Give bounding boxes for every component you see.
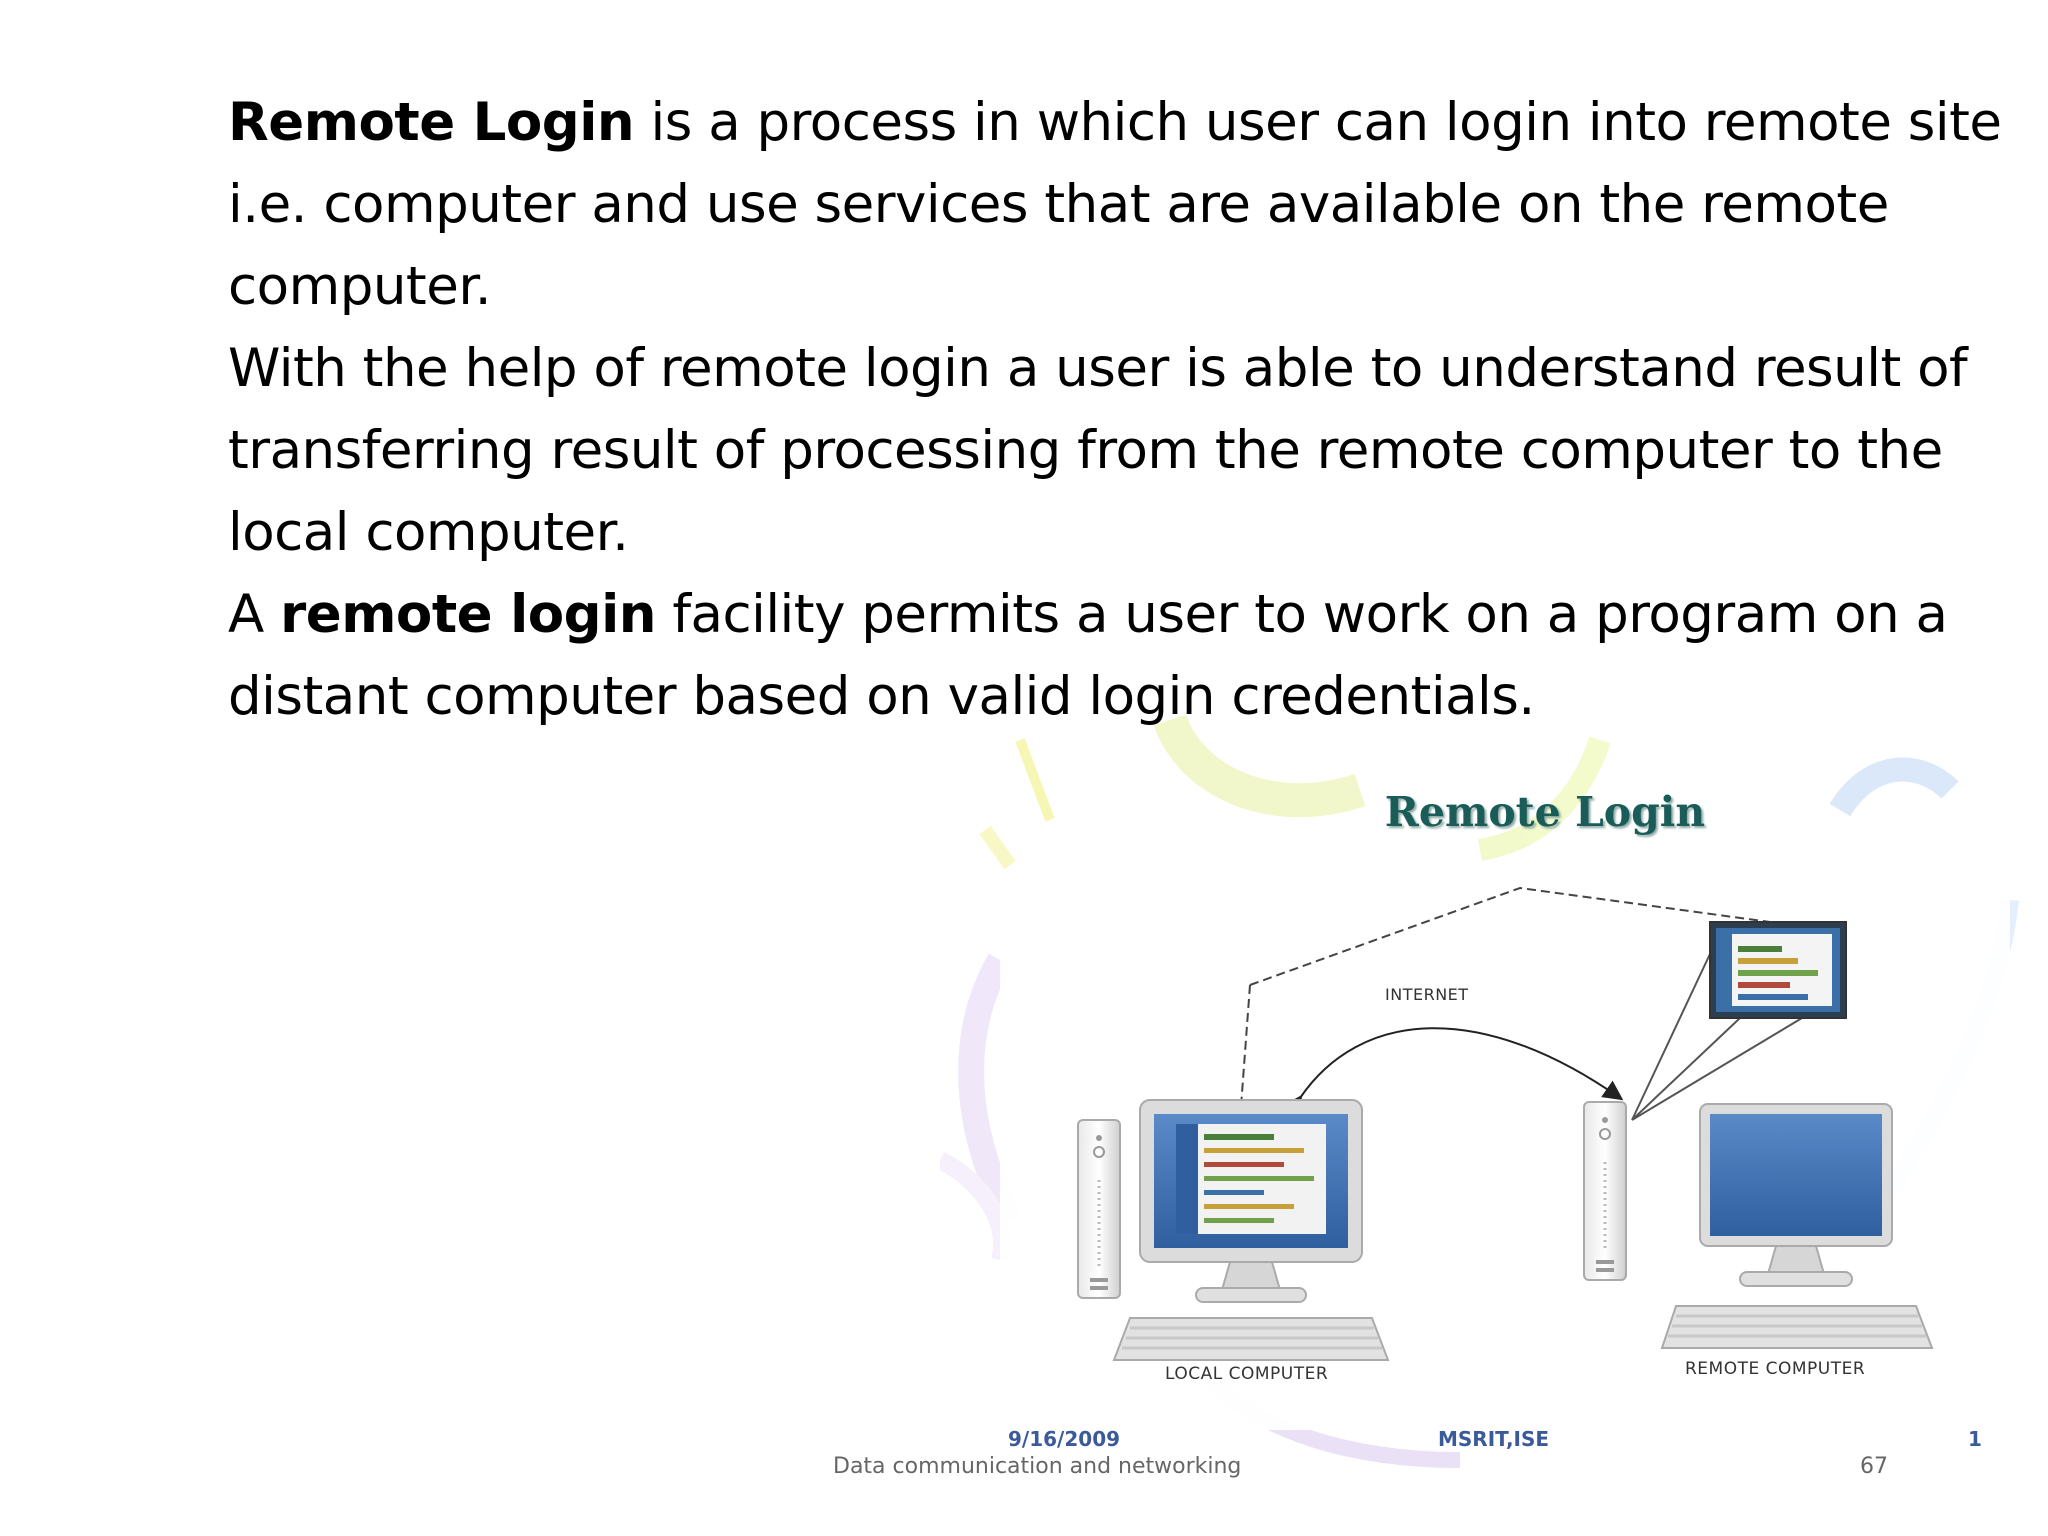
dashed-link-down: [1231, 984, 1252, 1124]
remote-computer: [1583, 1101, 1934, 1349]
local-computer: [1077, 1099, 1390, 1361]
paragraph-2: With the help of remote login a user is …: [228, 328, 2008, 574]
diagram-footer-date: 9/16/2009: [1008, 1427, 1121, 1451]
paragraph-1: Remote Login is a process in which user …: [228, 82, 2008, 328]
page-number: 67: [1860, 1454, 1888, 1479]
remote-screen-popup: [1709, 921, 1847, 1019]
remote-computer-label: REMOTE COMPUTER: [1685, 1359, 1866, 1379]
diagram-title: Remote Login: [1384, 788, 1706, 836]
diagram-footer-number: 1: [1968, 1427, 1982, 1451]
diagram-footer-org: MSRIT,ISE: [1438, 1427, 1550, 1451]
slide-body-text: Remote Login is a process in which user …: [228, 82, 2008, 738]
paragraph-1-bold: Remote Login: [228, 92, 635, 153]
local-computer-label: LOCAL COMPUTER: [1165, 1364, 1329, 1384]
remote-tower: [1583, 1101, 1627, 1281]
paragraph-3-text: facility permits a user to work on a pro…: [228, 584, 1948, 727]
local-tower: [1077, 1119, 1121, 1299]
dashed-link-top: [1249, 886, 1771, 986]
remote-login-diagram: Remote Login INTERNET LOCAL COMPUTER REM…: [940, 700, 2030, 1490]
paragraph-3-bold: remote login: [280, 584, 656, 645]
diagram-graphic: [940, 713, 2019, 1468]
paragraph-2-text: With the help of remote login a user is …: [228, 338, 1968, 563]
paragraph-1-text: is a process in which user can login int…: [228, 92, 2002, 317]
internet-arc: [1282, 1027, 1624, 1117]
paragraph-3-pre: A: [228, 584, 281, 645]
internet-label: INTERNET: [1385, 985, 1469, 1004]
paragraph-3: A remote login facility permits a user t…: [228, 574, 2008, 738]
footer-title: Data communication and networking: [833, 1454, 1242, 1479]
